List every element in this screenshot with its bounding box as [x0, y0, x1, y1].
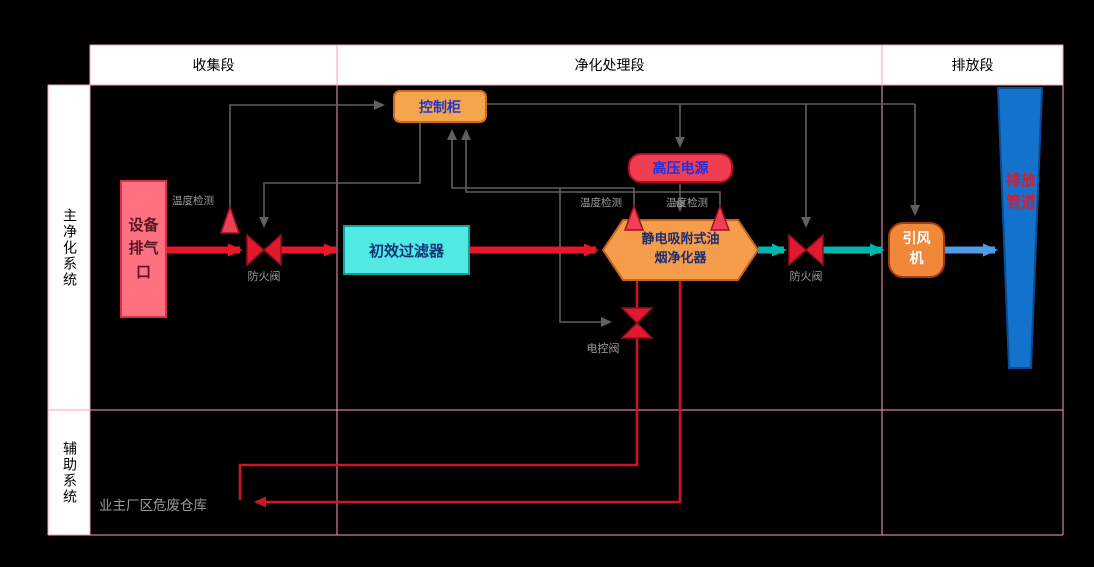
node-induced-draft-fan: 引风机 — [888, 222, 945, 278]
header-cell-purification: 净化处理段 — [337, 45, 882, 85]
node-exhaust-outlet: 设备排气口 — [120, 180, 167, 318]
signal-temp3-to-cabinet — [461, 129, 721, 206]
temp-sensor-symbols — [219, 203, 731, 234]
label-temp-detection-2: 温度检测 — [580, 197, 622, 209]
control-signal-lines — [229, 100, 920, 327]
valve-symbols — [246, 233, 824, 339]
header-cell-emission: 排放段 — [882, 45, 1063, 85]
node-exhaust-duct-label: 排放管道 — [1003, 136, 1039, 246]
label-hazardous-warehouse: 业主厂区危废仓库 — [99, 498, 207, 514]
drain-lines — [238, 280, 682, 508]
temp-sensor-symbol-2 — [623, 203, 645, 231]
label-electric-valve: 电控阀 — [586, 342, 620, 355]
label-temp-detection-1: 温度检测 — [172, 195, 214, 207]
signal-temp1-to-cabinet — [229, 100, 385, 207]
node-esp-purifier-label: 静电吸附式油烟净化器 — [638, 226, 723, 274]
fire-damper-symbol-1 — [246, 233, 282, 267]
temp-sensor-symbol-1 — [219, 204, 241, 234]
drain-line-via-electric-valve — [238, 280, 639, 500]
exhaust-duct-text: 排放管道 — [1005, 170, 1036, 212]
esp-purifier-text: 静电吸附式油烟净化器 — [641, 232, 720, 266]
node-hv-power: 高压电源 — [628, 153, 733, 183]
node-control-cabinet: 控制柜 — [393, 90, 487, 123]
electric-valve-symbol — [620, 307, 654, 339]
drain-line-to-warehouse — [254, 280, 682, 508]
fan-label: 引风机 — [902, 231, 931, 267]
node-primary-filter: 初效过滤器 — [343, 225, 470, 275]
esp-purifier-hexagon — [601, 219, 760, 281]
row-label-auxiliary-system: 辅助系统 — [48, 410, 90, 535]
exhaust-duct-shape — [996, 87, 1044, 369]
fire-damper-symbol-2 — [788, 233, 824, 267]
row-label-main-system: 主净化系统 — [48, 85, 90, 410]
label-fire-damper-1: 防火阀 — [247, 270, 281, 283]
exhaust-outlet-label: 设备排气口 — [128, 216, 159, 281]
label-fire-damper-2: 防火阀 — [789, 270, 823, 283]
temp-sensor-symbol-3 — [709, 203, 731, 231]
signal-cabinet-to-firedamper1 — [259, 123, 421, 228]
label-temp-detection-3: 温度检测 — [666, 197, 708, 209]
signal-temp2-to-cabinet — [447, 129, 635, 206]
grid-lines — [47, 44, 1064, 536]
signal-to-electric-valve — [559, 188, 612, 327]
header-cell-collection: 收集段 — [90, 45, 337, 85]
